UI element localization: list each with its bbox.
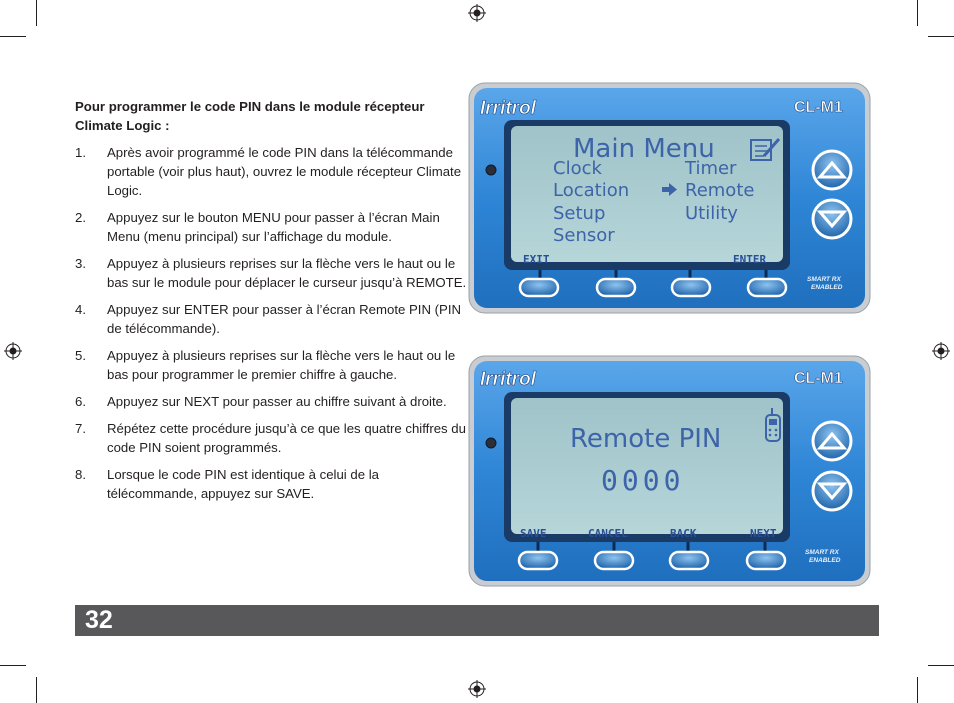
softkey-label: ENTER xyxy=(733,253,766,266)
controller-remote-pin-photo: Irritrol CL-M1 Remote PIN 0000 SAVE CANC… xyxy=(468,355,871,587)
softkey-button[interactable] xyxy=(593,550,635,571)
handheld-remote-icon xyxy=(765,408,781,442)
softkey-label: EXIT xyxy=(523,253,550,266)
softkey-button[interactable] xyxy=(670,277,712,298)
step-number: 1. xyxy=(75,145,86,160)
softkey-button[interactable] xyxy=(517,550,559,571)
chevron-up-icon[interactable] xyxy=(811,420,853,462)
softkey-label: SAVE xyxy=(520,527,547,540)
step-item: 8. Lorsque le code PIN est identique à ce… xyxy=(75,465,467,503)
step-number: 7. xyxy=(75,421,86,436)
badge-text: SMART RX xyxy=(805,549,839,556)
registration-mark-icon xyxy=(468,4,486,22)
lcd-screen-title: Main Menu xyxy=(573,134,715,164)
step-number: 8. xyxy=(75,467,86,482)
softkey-button[interactable] xyxy=(595,277,637,298)
instructions: Pour programmer le code PIN dans le modu… xyxy=(75,97,467,511)
softkey-button[interactable] xyxy=(745,550,787,571)
step-item: 6. Appuyez sur NEXT pour passer au chiffr… xyxy=(75,392,467,411)
softkey-button[interactable] xyxy=(746,277,788,298)
pin-value: 0000 xyxy=(601,464,684,497)
step-text: Appuyez à plusieurs reprises sur la flèc… xyxy=(107,256,467,290)
softkey-button[interactable] xyxy=(668,550,710,571)
crop-mark xyxy=(928,36,954,37)
crop-mark xyxy=(917,677,918,703)
arrow-right-icon xyxy=(662,183,677,196)
step-text: Lorsque le code PIN est identique à celu… xyxy=(107,467,379,501)
step-item: 7. Répétez cette procédure jusqu’à ce que… xyxy=(75,419,467,457)
softkey-button[interactable] xyxy=(518,277,560,298)
page-number: 32 xyxy=(85,606,113,634)
registration-mark-icon xyxy=(932,342,950,360)
crop-mark xyxy=(917,0,918,26)
menu-item-left: Sensor xyxy=(553,225,615,246)
crop-mark xyxy=(36,677,37,703)
menu-item-right: Remote xyxy=(685,180,754,201)
step-item: 4. Appuyez sur ENTER pour passer à l’écra… xyxy=(75,300,467,338)
step-item: 3. Appuyez à plusieurs reprises sur la fl… xyxy=(75,254,467,292)
menu-item-left: Setup xyxy=(553,203,605,224)
step-text: Répétez cette procédure jusqu’à ce que l… xyxy=(107,421,466,455)
status-led xyxy=(485,437,497,449)
step-text: Appuyez sur le bouton MENU pour passer à… xyxy=(107,210,440,244)
brand-logo: Irritrol xyxy=(480,98,537,119)
step-text: Appuyez sur ENTER pour passer à l’écran … xyxy=(107,302,462,336)
step-number: 5. xyxy=(75,348,86,363)
step-number: 2. xyxy=(75,210,86,225)
chevron-down-icon[interactable] xyxy=(811,470,853,512)
chevron-up-icon[interactable] xyxy=(811,149,853,191)
menu-item-right: Utility xyxy=(685,203,738,224)
page-footer-bar: 32 xyxy=(75,605,879,636)
crop-mark xyxy=(0,36,26,37)
status-led xyxy=(485,164,497,176)
registration-mark-icon xyxy=(4,342,22,360)
softkey-label: CANCEL xyxy=(588,527,628,540)
registration-mark-icon xyxy=(468,680,486,698)
crop-mark xyxy=(0,665,26,666)
step-number: 6. xyxy=(75,394,86,409)
crop-mark xyxy=(928,665,954,666)
step-item: 2. Appuyez sur le bouton MENU pour passer… xyxy=(75,208,467,246)
badge-text: ENABLED xyxy=(809,557,841,564)
step-number: 3. xyxy=(75,256,86,271)
step-number: 4. xyxy=(75,302,86,317)
step-text: Après avoir programmé le code PIN dans l… xyxy=(107,145,462,198)
menu-item-left: Location xyxy=(553,180,629,201)
softkey-label: BACK xyxy=(670,527,697,540)
step-text: Appuyez sur NEXT pour passer au chiffre … xyxy=(107,394,447,409)
notepad-pencil-icon xyxy=(750,138,781,161)
step-text: Appuyez à plusieurs reprises sur la flèc… xyxy=(107,348,456,382)
lcd-screen-title: Remote PIN xyxy=(570,424,721,454)
chevron-down-icon[interactable] xyxy=(811,198,853,240)
badge-text: SMART RX xyxy=(807,276,841,283)
brand-logo: Irritrol xyxy=(480,369,537,390)
menu-item-left: Clock xyxy=(553,158,602,179)
crop-mark xyxy=(36,0,37,26)
softkey-label: NEXT xyxy=(750,527,777,540)
controller-main-menu-photo: Irritrol CL-M1 Main Menu Clock Location … xyxy=(468,82,871,314)
menu-item-right: Timer xyxy=(684,158,737,179)
instructions-heading: Pour programmer le code PIN dans le modu… xyxy=(75,99,425,133)
step-item: 5. Appuyez à plusieurs reprises sur la fl… xyxy=(75,346,467,384)
model-label: CL-M1 xyxy=(794,370,843,387)
step-item: 1. Après avoir programmé le code PIN dans… xyxy=(75,143,467,200)
steps-list: 1. Après avoir programmé le code PIN dans… xyxy=(75,143,467,503)
model-label: CL-M1 xyxy=(794,99,843,116)
badge-text: ENABLED xyxy=(811,284,843,291)
